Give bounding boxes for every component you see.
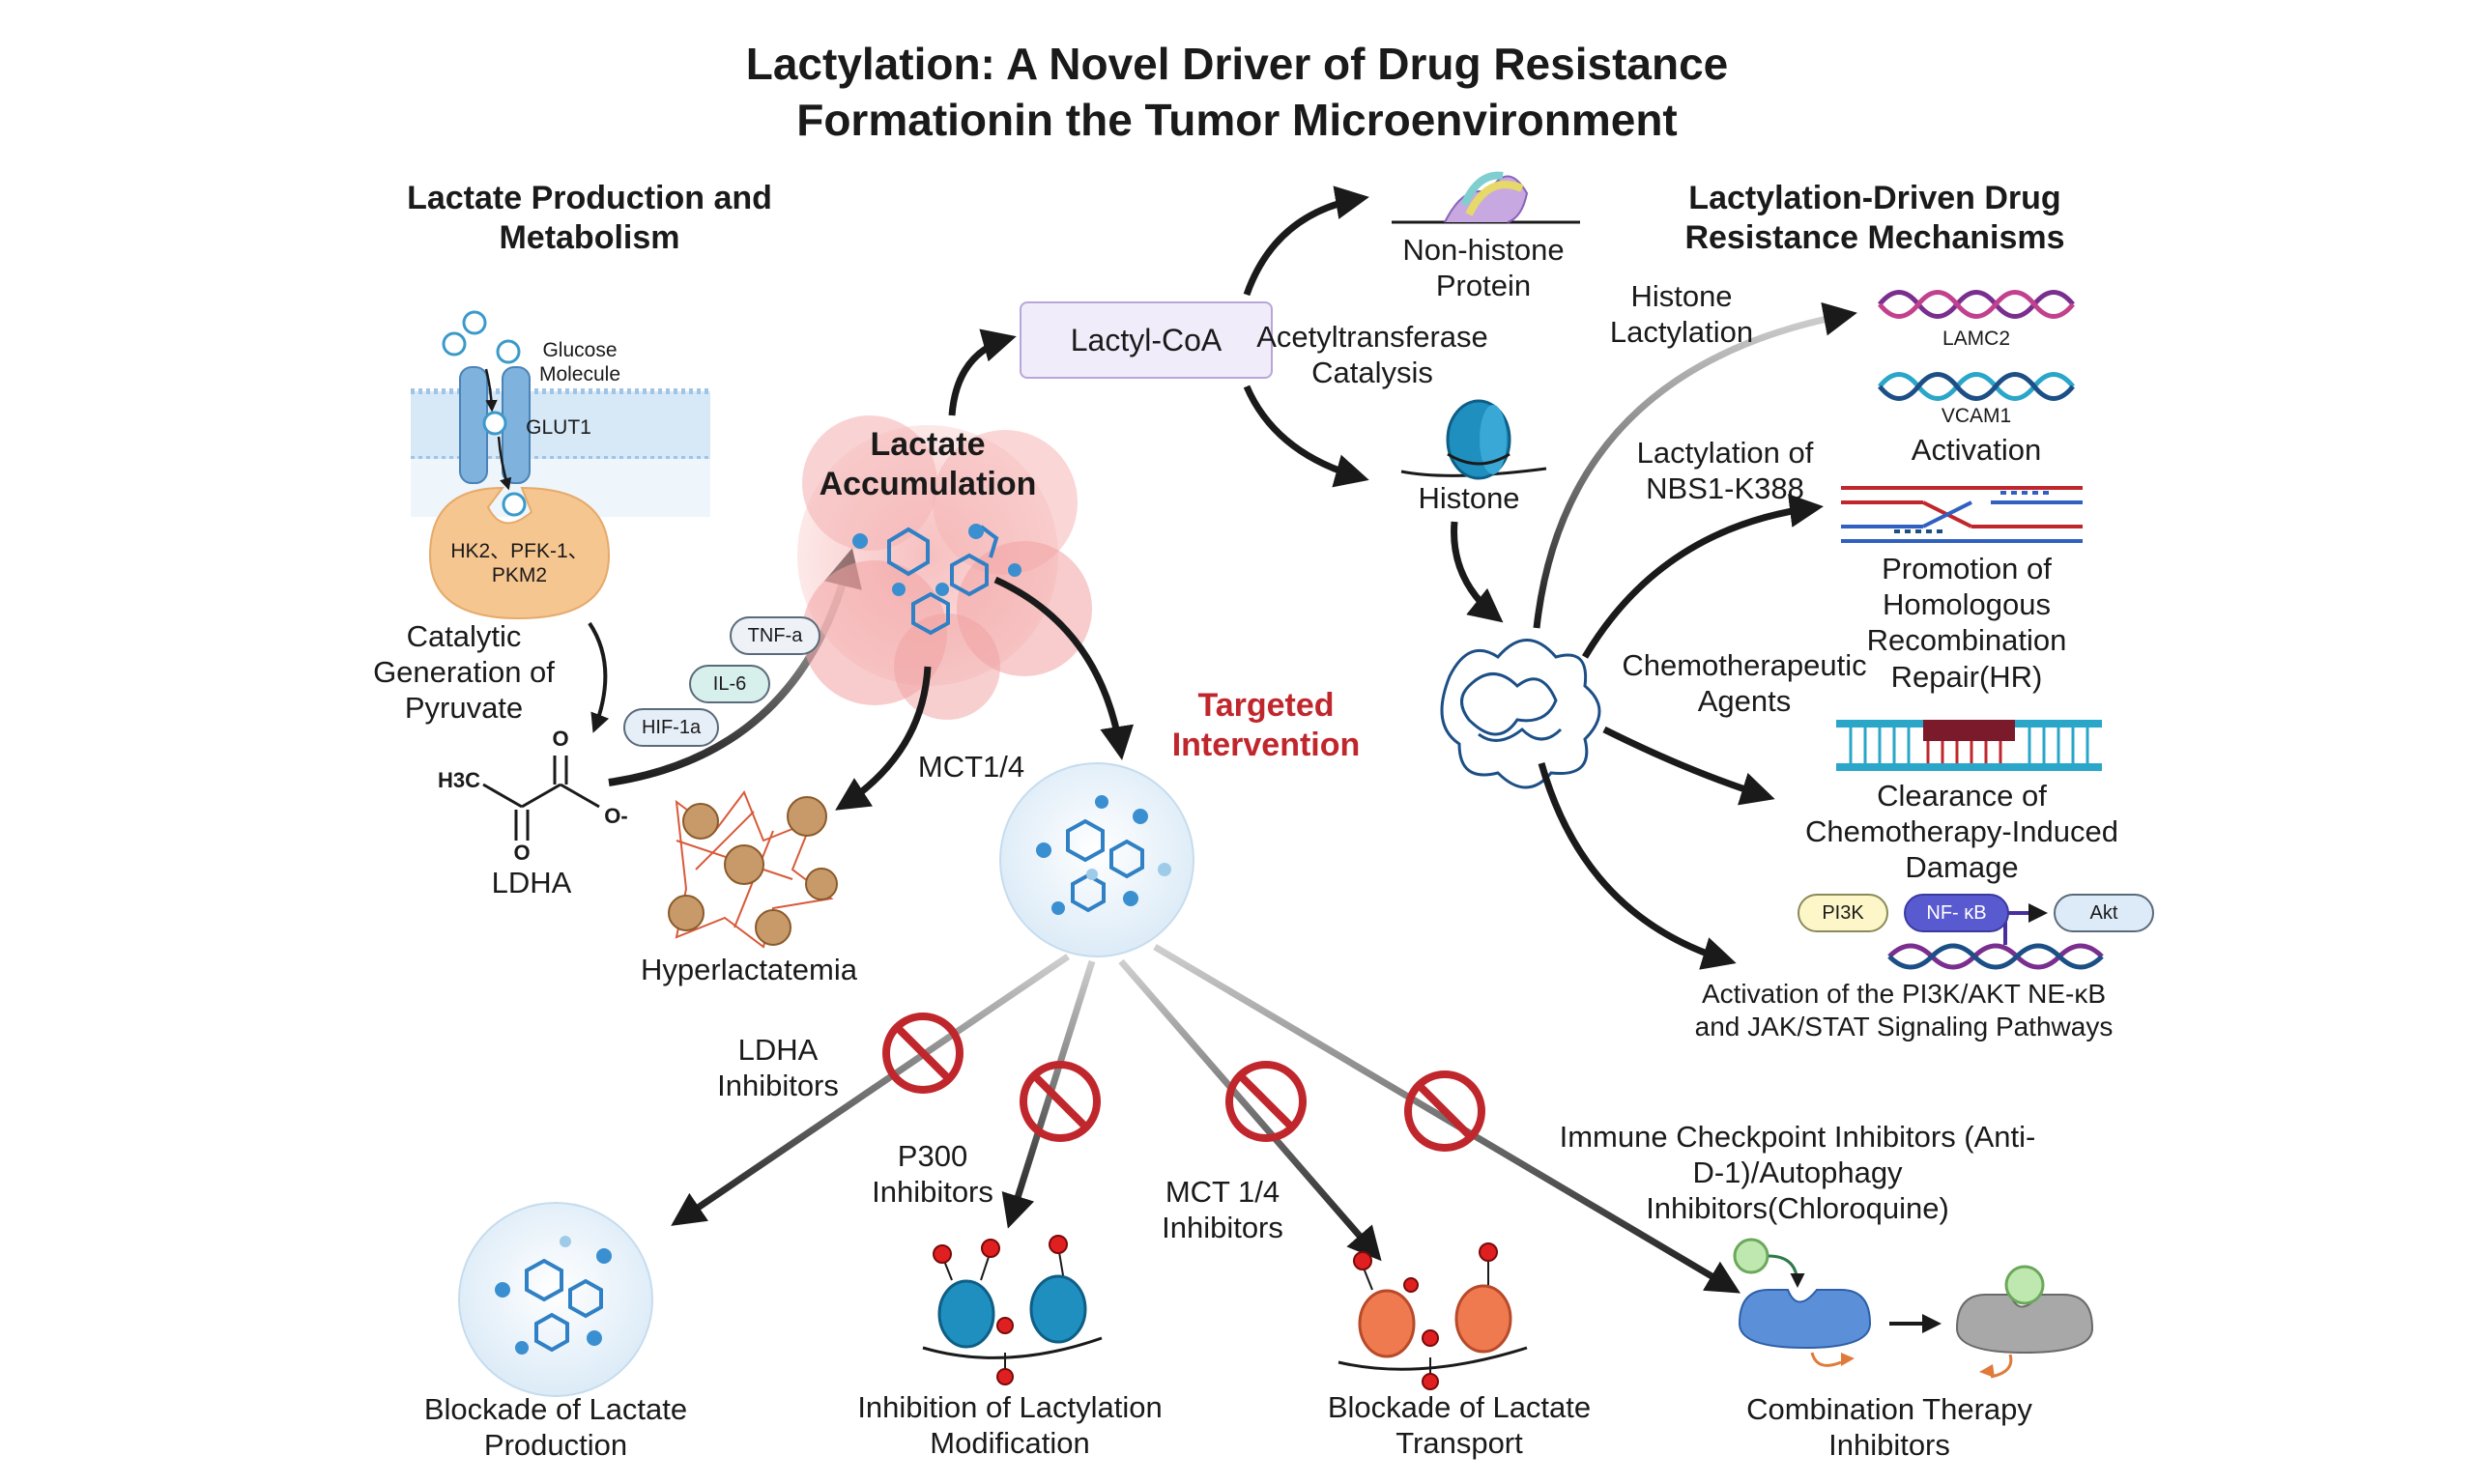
nfkb-pill: NF- κB: [1904, 894, 2009, 932]
pyruvate-structure-icon: [482, 756, 600, 841]
prohibit-icon: [1225, 1061, 1307, 1142]
clearance-label: Clearance of Chemotherapy-Induced Damage: [1805, 779, 2118, 885]
prohibit-icon: [882, 1013, 964, 1094]
dna-helix-icon: [1887, 943, 2104, 970]
chromatin-icon: [1440, 639, 1601, 789]
ldha-label: LDHA: [491, 866, 572, 899]
right-panel-heading: Lactylation-Driven Drug Resistance Mecha…: [1684, 180, 2065, 256]
lamc2-label: LAMC2: [1942, 328, 2011, 350]
lactate-bubble-icon: [458, 1202, 653, 1397]
p300-inhibitors-label: P300 Inhibitors: [872, 1139, 993, 1210]
hyperlactatemia-label: Hyperlactatemia: [641, 953, 857, 986]
chem-h3c: H3C: [437, 768, 480, 792]
enzyme-icon: [428, 486, 611, 620]
homologous-recombination-icon: [1841, 486, 2083, 543]
outcome-blockade-production: Blockade of Lactate Production: [423, 1392, 688, 1463]
akt-pill: Akt: [2054, 894, 2154, 932]
chem-o-top: O: [552, 727, 569, 751]
outcome-combination-therapy: Combination Therapy Inhibitors: [1746, 1392, 2032, 1463]
glucose-label: Glucose Molecule: [538, 339, 621, 386]
dna-damage-ladder-icon: [1836, 720, 2102, 771]
tumor-cluster-icon: [797, 415, 1092, 720]
dna-helix-icon: [1878, 290, 2075, 319]
catalytic-generation-label: Catalytic Generation of Pyruvate: [373, 619, 555, 726]
pathway-activation-label: Activation of the PI3K/AKT NE-κB and JAK…: [1694, 979, 2114, 1042]
dna-helix-icon: [1878, 372, 2075, 401]
outcome-inhibition-modification: Inhibition of Lactylation Modification: [857, 1390, 1163, 1461]
vcam1-label: VCAM1: [1941, 405, 2012, 427]
mct-inhibitors-label: MCT 1/4 Inhibitors: [1162, 1175, 1283, 1245]
nucleosome-icon: [1400, 399, 1547, 480]
nucleosome-icon: [922, 1235, 1103, 1385]
ldha-inhibitors-label: LDHA Inhibitors: [717, 1033, 839, 1103]
nucleosome-icon: [1338, 1242, 1528, 1390]
lactate-accumulation-label: Lactate Accumulation: [819, 426, 1037, 502]
cytokine-pill-hif: HIF-1a: [623, 708, 719, 747]
page-title: Lactylation: A Novel Driver of Drug Resi…: [745, 39, 1729, 145]
hyperlactatemia-icon: [668, 789, 838, 949]
immune-checkpoint-label: Immune Checkpoint Inhibitors (Anti- D-1)…: [1559, 1120, 2036, 1226]
pi3k-pill: PI3K: [1798, 894, 1888, 932]
chem-o-minus: O-: [604, 804, 628, 828]
non-histone-protein-icon: [1392, 171, 1580, 224]
lactyl-coa-box: Lactyl-CoA: [1020, 301, 1273, 379]
nbs1-label: Lactylation of NBS1-K388: [1636, 436, 1814, 506]
targeted-intervention-label: Targeted Intervention: [1171, 687, 1361, 763]
acetyltransferase-label: Acetyltransferase Catalysis: [1256, 320, 1488, 390]
chem-o-bottom: O: [513, 841, 531, 865]
non-histone-label: Non-histone Protein: [1402, 233, 1565, 303]
enzymes-label: HK2、PFK-1、 PKM2: [450, 540, 589, 587]
prohibit-icon: [1404, 1070, 1485, 1152]
lactate-bubble-icon: [999, 762, 1194, 957]
prohibit-icon: [1020, 1061, 1101, 1142]
receptor-icon: [1733, 1238, 1872, 1367]
chemotherapeutic-agents-label: Chemotherapeutic Agents: [1622, 648, 1867, 719]
cytokine-pill-il6: IL-6: [689, 665, 770, 703]
histone-lactylation-label: Histone Lactylation: [1609, 279, 1754, 350]
left-panel-heading: Lactate Production and Metabolism: [407, 180, 772, 256]
receptor-icon: [1955, 1265, 2094, 1379]
cytokine-pill-tnf: TNF-a: [730, 616, 820, 655]
glut1-label: GLUT1: [526, 416, 591, 439]
glucose-icon: [442, 310, 527, 517]
hr-repair-label: Promotion of Homologous Recombination Re…: [1866, 552, 2067, 694]
outcome-blockade-transport: Blockade of Lactate Transport: [1327, 1390, 1592, 1461]
mct-label: MCT1/4: [917, 750, 1025, 784]
activation-label: Activation: [1911, 433, 2042, 467]
histone-label: Histone: [1418, 481, 1520, 515]
